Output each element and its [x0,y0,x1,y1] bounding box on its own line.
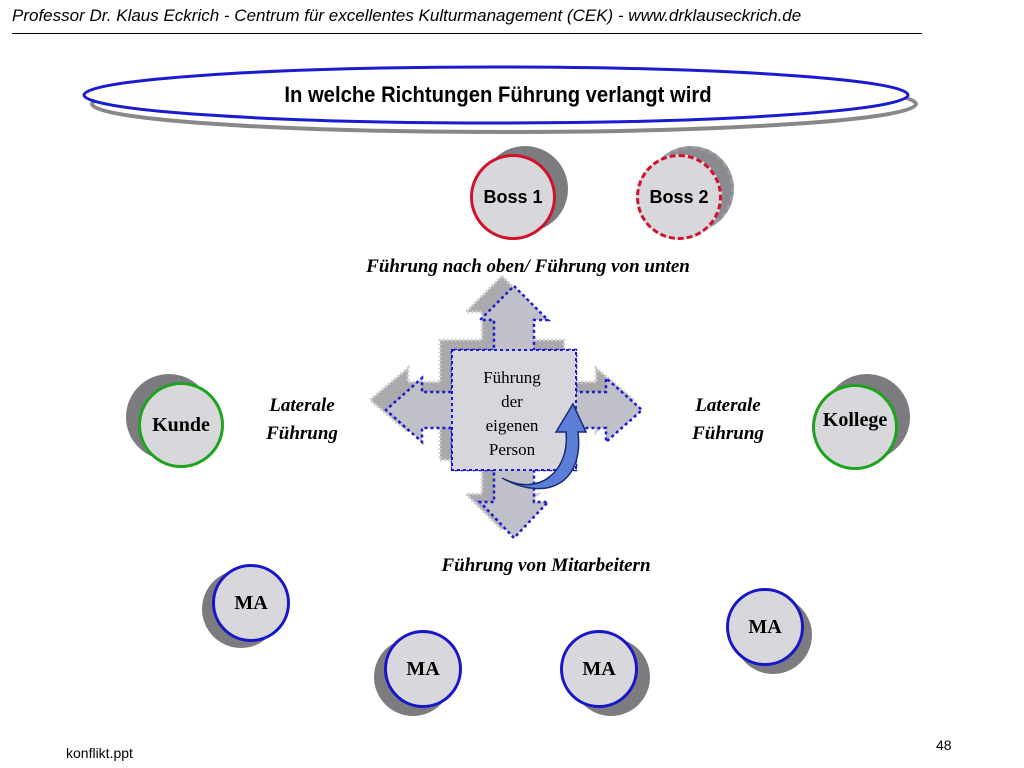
ma2-label: MA [406,657,440,680]
boss2-circle: Boss 2 [636,154,722,240]
kunde-circle: Kunde [138,382,224,468]
center-line-3: eigenen [485,416,539,435]
boss1-circle: Boss 1 [470,154,556,240]
label-lateral-right-1: Laterale [695,395,761,416]
label-lateral-left-1: Laterale [269,395,335,416]
ma1-circle: MA [212,564,290,642]
footer-filename: konflikt.ppt [66,745,133,761]
ma1-label: MA [234,591,268,614]
center-line-2: der [501,392,523,411]
label-lateral-right-2: Führung [692,423,764,444]
center-line-4: Person [488,440,536,459]
kollege-label: Kollege [822,408,888,431]
center-label: Führung der eigenen Person [466,366,558,462]
header-text: Professor Dr. Klaus Eckrich - Centrum fü… [12,6,802,25]
label-up-down: Führung nach oben/ Führung von unten [366,256,690,277]
ma4-label: MA [748,615,782,638]
boss2-label: Boss 2 [649,186,709,207]
ma2-circle: MA [384,630,462,708]
boss1-label: Boss 1 [483,186,543,207]
header-divider [12,33,922,34]
slide-title: In welche Richtungen Führung verlangt wi… [284,82,712,107]
kunde-label: Kunde [152,413,210,436]
label-lateral-right: Laterale Führung [670,392,786,448]
footer-page-number: 48 [936,737,952,753]
ma3-label: MA [582,657,616,680]
label-employees: Führung von Mitarbeitern [441,555,651,576]
ma4-circle: MA [726,588,804,666]
label-lateral-left: Laterale Führung [244,392,360,448]
ma3-circle: MA [560,630,638,708]
label-lateral-left-2: Führung [266,423,338,444]
kollege-circle: Kollege [812,384,898,470]
center-line-1: Führung [483,368,541,387]
